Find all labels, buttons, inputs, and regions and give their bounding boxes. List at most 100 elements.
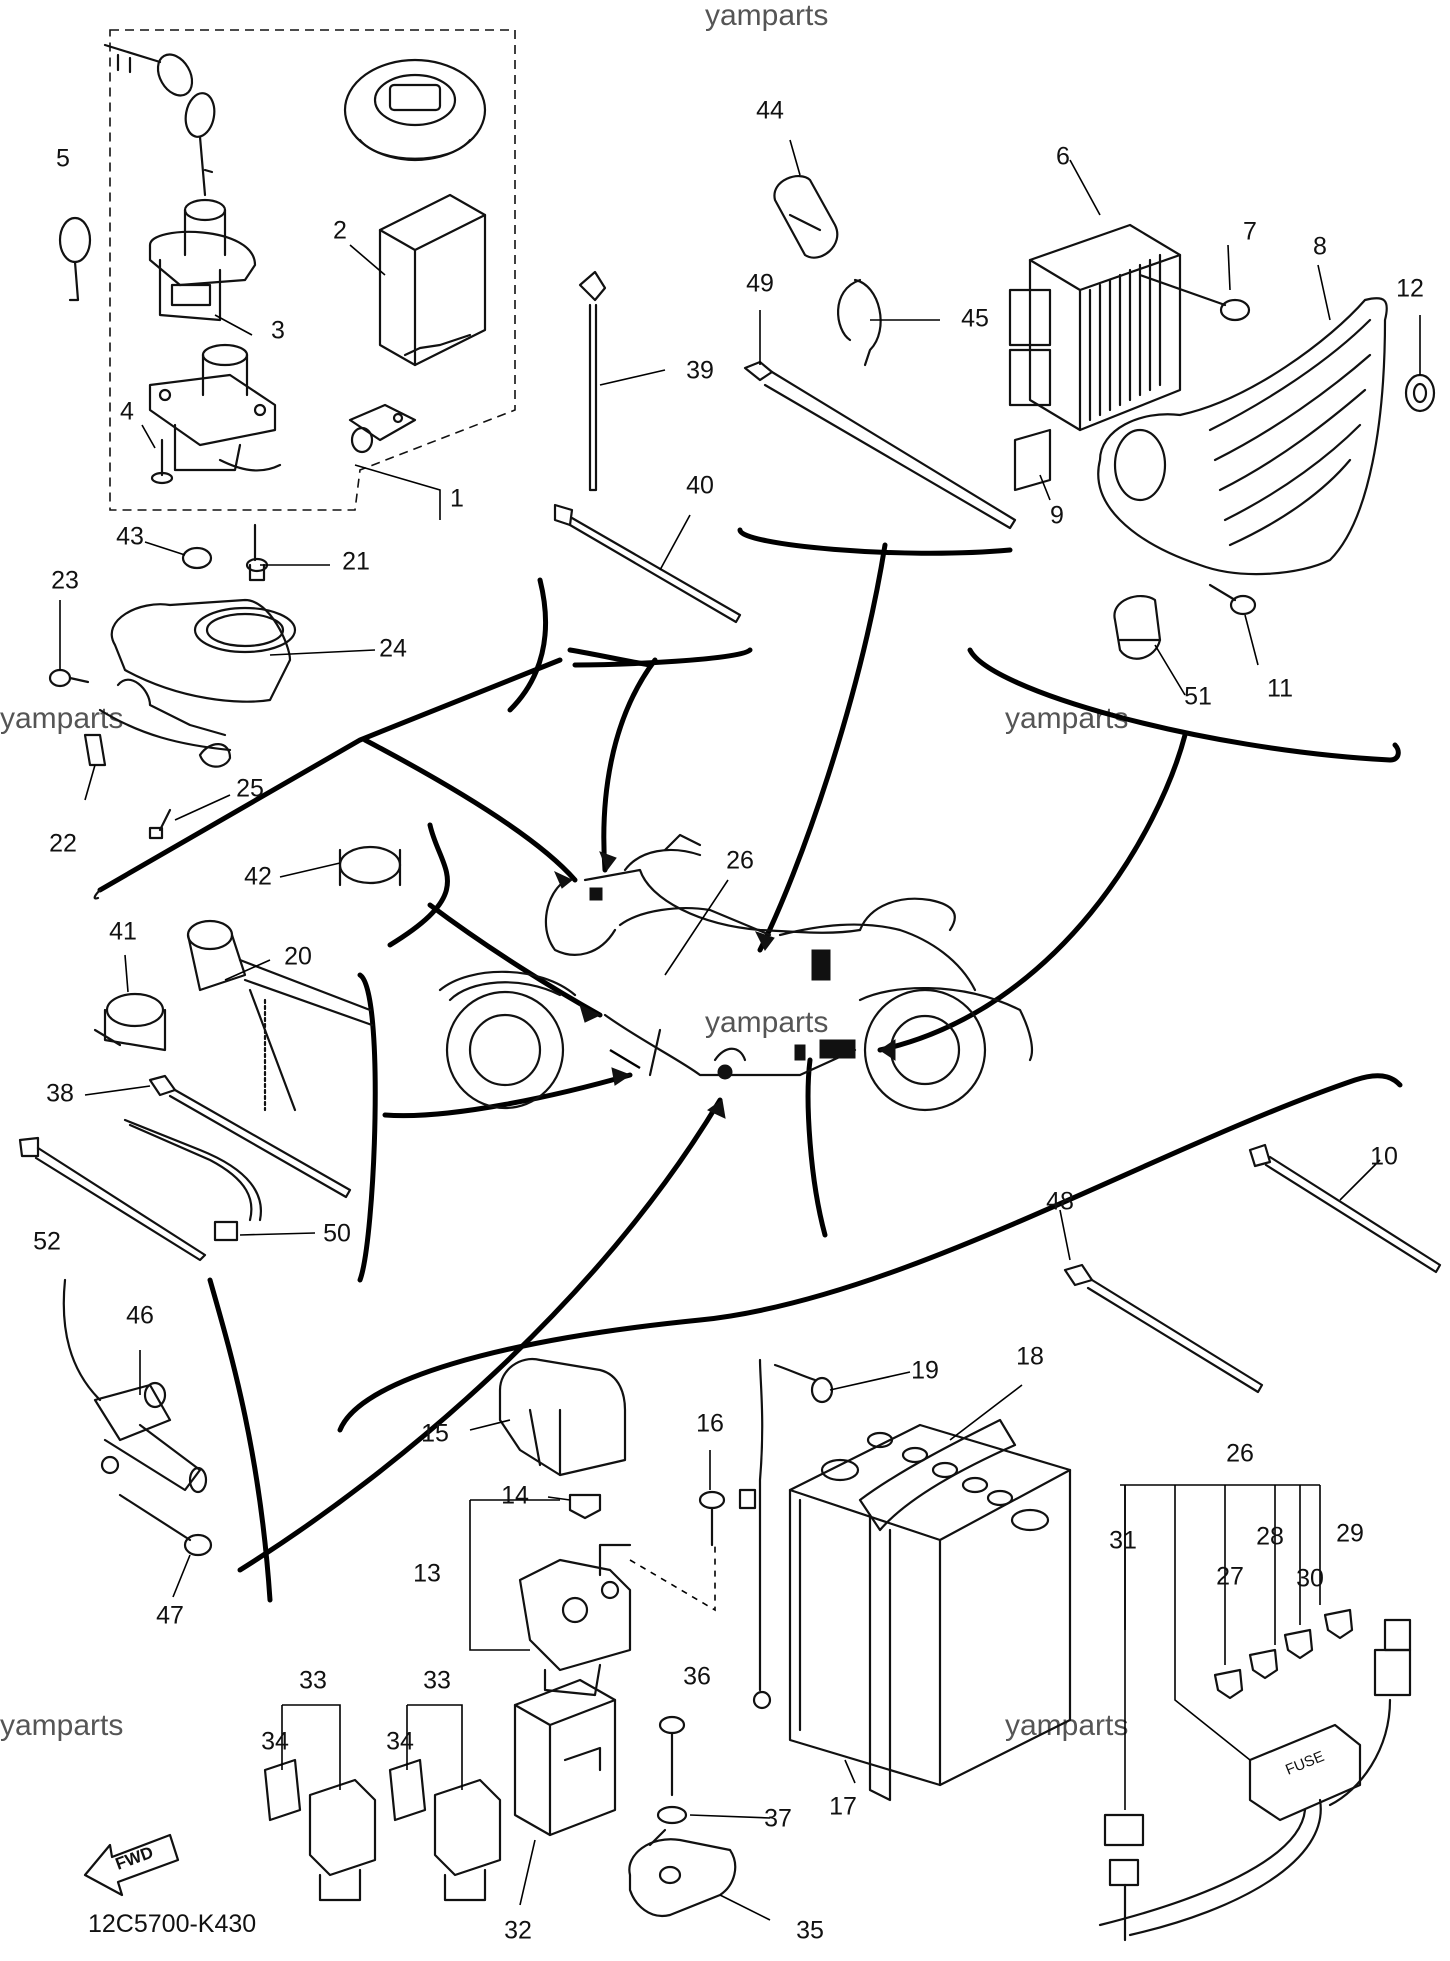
part-keys: [103, 43, 216, 197]
callout-42: 42: [244, 863, 272, 891]
part-46-sensor: [62, 1278, 208, 1494]
callout-26-group: 26: [1226, 1440, 1254, 1468]
part-14-fuse: [568, 1493, 602, 1520]
ignition-kit-box: [109, 29, 516, 511]
callout-5: 5: [56, 145, 70, 173]
watermark-top: yamparts: [705, 0, 828, 32]
callout-7: 7: [1243, 218, 1257, 246]
callout-34-left: 34: [261, 1728, 289, 1756]
part-22-switch: [83, 678, 232, 768]
bracket-tie-group: [572, 647, 753, 668]
callout-29: 29: [1336, 1520, 1364, 1548]
part-9-label: [1013, 428, 1052, 492]
callout-33-left: 33: [299, 1667, 327, 1695]
part-36-bolt: [658, 1715, 686, 1797]
part-3-main-switch: [148, 198, 257, 322]
part-39-tie-clip: [578, 270, 607, 492]
callout-31: 31: [1109, 1527, 1137, 1555]
callout-17: 17: [829, 1793, 857, 1821]
callout-12: 12: [1396, 275, 1424, 303]
part-20-sensor: [186, 919, 374, 1112]
diagram-code: 12C5700-K430: [88, 1910, 256, 1938]
watermark-bottom-right: yamparts: [1005, 1709, 1128, 1742]
part-5-key: [58, 216, 92, 302]
part-38-tie: [148, 1074, 352, 1199]
bracket-46-group: [207, 1277, 273, 1603]
part-21-bolt: [245, 523, 269, 582]
part-51-clamp: [1113, 595, 1162, 660]
callout-40: 40: [686, 472, 714, 500]
part-7-bolt: [1138, 273, 1251, 322]
callout-30: 30: [1296, 1565, 1324, 1593]
part-27-fuse: [1213, 1668, 1244, 1700]
part-16-bolt: [698, 1490, 726, 1547]
part-29-fuse: [1323, 1608, 1354, 1640]
part-44-clip: [773, 175, 839, 259]
part-48-tie: [1063, 1263, 1264, 1394]
part-main-switch-base: [148, 343, 282, 472]
callout-3: 3: [271, 317, 285, 345]
part-32-relay: [513, 1678, 617, 1837]
fwd-label: FWD: [113, 1843, 156, 1874]
part-47-bolt: [118, 1493, 213, 1557]
bracket-49-group: [737, 527, 1013, 556]
part-33-34-relays-right: [388, 1758, 502, 1902]
callout-28: 28: [1256, 1523, 1284, 1551]
callout-4: 4: [120, 398, 134, 426]
callout-47: 47: [156, 1602, 184, 1630]
part-4-screw: [150, 438, 174, 485]
part-10-tie: [1248, 1143, 1442, 1274]
callout-8: 8: [1313, 233, 1327, 261]
callout-16: 16: [696, 1410, 724, 1438]
callout-36: 36: [683, 1663, 711, 1691]
part-23-screw: [48, 668, 90, 688]
callout-22: 22: [49, 830, 77, 858]
part-43-cap: [181, 546, 213, 570]
callout-6: 6: [1056, 143, 1070, 171]
bracket-battery-group: [337, 1073, 1403, 1433]
callout-labels: 1 2 3 4 5 6 7 8 9 10 11 12 13 14 15 16 1…: [33, 97, 1424, 1945]
bracket-ignition-group: [507, 577, 548, 713]
fwd-arrow-icon: FWD: [83, 1833, 180, 1897]
callout-38: 38: [46, 1080, 74, 1108]
part-52-tie: [18, 1136, 207, 1262]
callout-2: 2: [333, 217, 347, 245]
bracket-left-group: [357, 972, 378, 1283]
callout-10: 10: [1370, 1143, 1398, 1171]
watermark-right: yamparts: [1005, 702, 1128, 735]
callout-group-brackets: [281, 1484, 1321, 1810]
part-50-harness: [123, 1118, 262, 1242]
callout-49: 49: [746, 270, 774, 298]
part-28-fuse: [1248, 1648, 1279, 1680]
relay-leader: [629, 1545, 716, 1612]
callout-18: 18: [1016, 1343, 1044, 1371]
part-6-regulator: [1008, 223, 1182, 432]
callout-41: 41: [109, 918, 137, 946]
callout-46: 46: [126, 1302, 154, 1330]
part-35-bracket: [628, 1828, 737, 1918]
part-42-clamp: [338, 845, 402, 887]
part-30-fuse: [1283, 1628, 1314, 1660]
fuse-box-label: FUSE: [1283, 1748, 1326, 1779]
callout-1: 1: [450, 485, 464, 513]
callout-34-right: 34: [386, 1728, 414, 1756]
callout-19: 19: [911, 1357, 939, 1385]
bracket-tank-group: [97, 657, 563, 893]
callout-35: 35: [796, 1917, 824, 1945]
callout-51: 51: [1184, 683, 1212, 711]
part-33-34-relays-left: [263, 1758, 377, 1902]
part-sensor-small: [348, 403, 417, 454]
part-12-grommet: [1404, 373, 1436, 413]
part-49-tie: [743, 360, 1017, 530]
callout-21: 21: [342, 548, 370, 576]
callout-9: 9: [1050, 502, 1064, 530]
part-26-fuse-box: FUSE: [1098, 1618, 1412, 1937]
part-11-bolt: [1208, 583, 1257, 616]
callout-33-right: 33: [423, 1667, 451, 1695]
part-31-connector: [1103, 1813, 1145, 1942]
group-brackets: [93, 527, 1403, 1603]
callout-25: 25: [236, 775, 264, 803]
bracket-right-group: [967, 647, 1401, 763]
